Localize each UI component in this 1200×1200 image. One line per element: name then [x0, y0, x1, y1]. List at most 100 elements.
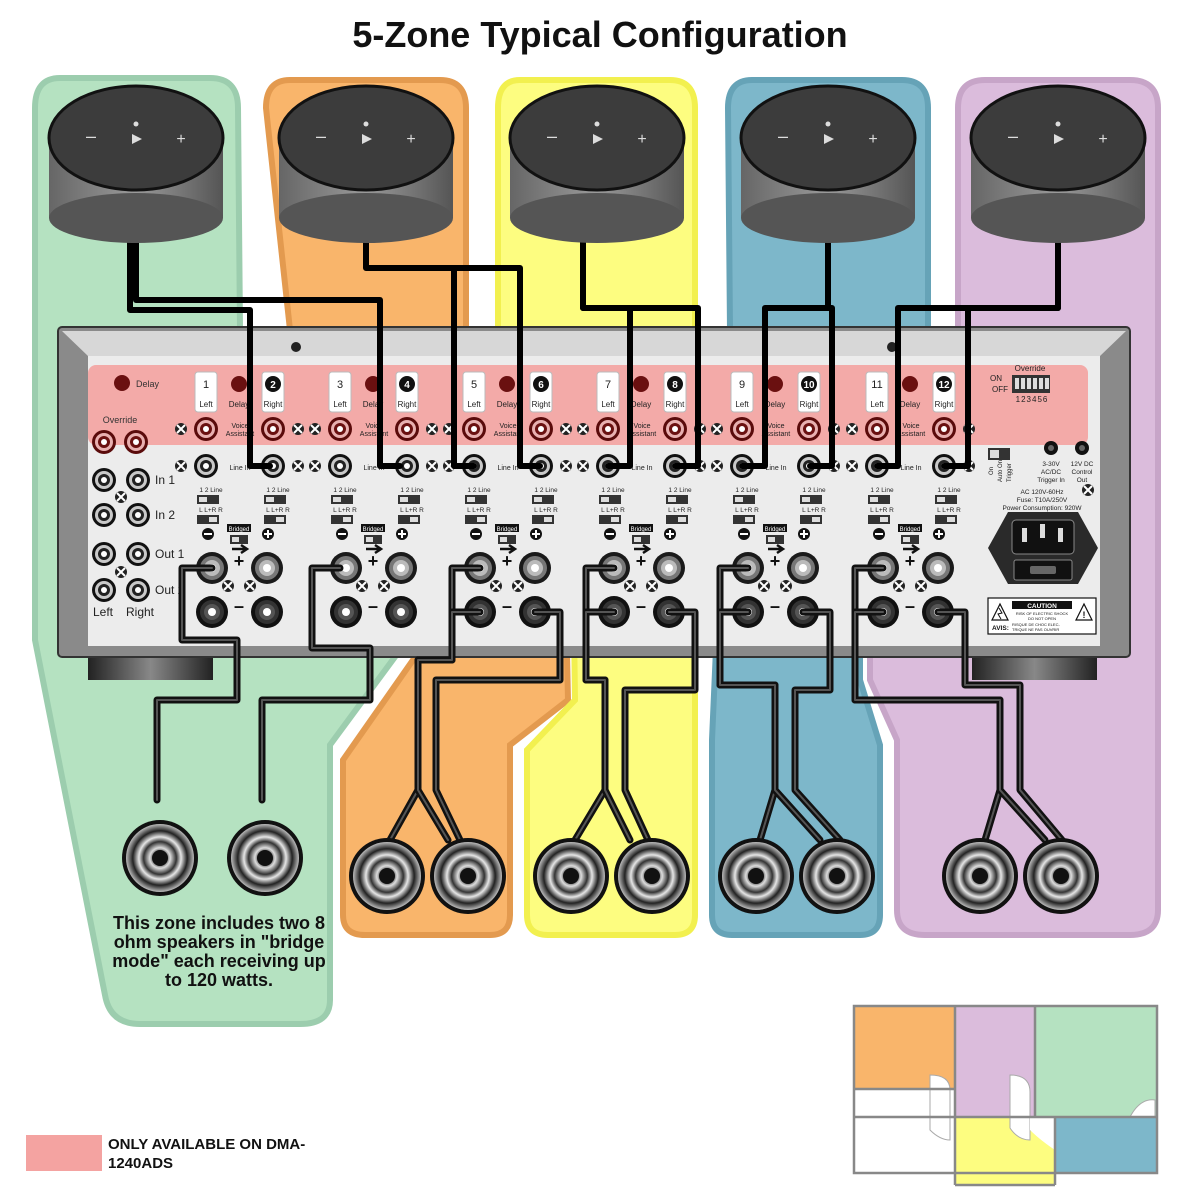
voice-jack-12[interactable]	[932, 417, 956, 441]
voice-jack-8[interactable]	[663, 417, 687, 441]
voice-jack-2[interactable]	[261, 417, 285, 441]
speaker-post-neg-3[interactable]	[330, 596, 362, 628]
voice-jack-1[interactable]	[194, 417, 218, 441]
svg-text:1 2 Line: 1 2 Line	[266, 487, 290, 494]
speaker-post-pos-4[interactable]	[385, 552, 417, 584]
input-select-switch-10[interactable]	[800, 495, 822, 504]
svg-text:Delay: Delay	[363, 400, 383, 409]
svg-text:Bridged: Bridged	[229, 527, 250, 533]
svg-text:Bridged: Bridged	[631, 527, 652, 533]
voice-jack-4[interactable]	[395, 417, 419, 441]
in2-right-jack[interactable]	[126, 503, 150, 527]
speaker-post-neg-4[interactable]	[385, 596, 417, 628]
delay-knob-5[interactable]	[767, 376, 783, 392]
mode-select-switch-6[interactable]	[532, 515, 554, 524]
svg-text:Out 2: Out 2	[155, 583, 185, 597]
mode-select-switch-3[interactable]	[331, 515, 353, 524]
svg-text:Out: Out	[1077, 477, 1088, 484]
voice-jack-11[interactable]	[865, 417, 889, 441]
in2-left-jack[interactable]	[92, 503, 116, 527]
speaker-post-pos-10[interactable]	[787, 552, 819, 584]
delay-knob-6[interactable]	[902, 376, 918, 392]
svg-text:–: –	[502, 596, 512, 616]
svg-text:Delay: Delay	[136, 379, 160, 389]
override-jack-left[interactable]	[92, 430, 116, 454]
input-select-switch-11[interactable]	[868, 495, 890, 504]
svg-text:Right: Right	[800, 400, 819, 409]
svg-text:L L+R R: L L+R R	[534, 507, 558, 514]
svg-text:123456: 123456	[1016, 395, 1049, 404]
in1-right-jack[interactable]	[126, 468, 150, 492]
svg-text:1 2 Line: 1 2 Line	[333, 487, 357, 494]
svg-text:Line In: Line In	[900, 465, 921, 472]
svg-text:3-30V: 3-30V	[1042, 461, 1060, 468]
mode-select-switch-10[interactable]	[800, 515, 822, 524]
svg-text:Left: Left	[870, 400, 884, 409]
voice-jack-6[interactable]	[529, 417, 553, 441]
voice-jack-5[interactable]	[462, 417, 486, 441]
override-jack-right[interactable]	[124, 430, 148, 454]
svg-text:Assistant: Assistant	[360, 431, 388, 438]
svg-text:1 2 Line: 1 2 Line	[601, 487, 625, 494]
mode-select-switch-8[interactable]	[666, 515, 688, 524]
svg-text:Line In: Line In	[363, 465, 384, 472]
mode-select-switch-12[interactable]	[935, 515, 957, 524]
delay-knob-1[interactable]	[231, 376, 247, 392]
input-select-switch-2[interactable]	[264, 495, 286, 504]
speaker-zone-yellow-left	[533, 838, 609, 914]
input-select-switch-12[interactable]	[935, 495, 957, 504]
svg-text:Right: Right	[126, 605, 155, 619]
input-select-switch-8[interactable]	[666, 495, 688, 504]
svg-text:4: 4	[404, 380, 410, 391]
speaker-post-neg-2[interactable]	[251, 596, 283, 628]
channel-label-11	[865, 371, 889, 413]
voice-jack-10[interactable]	[797, 417, 821, 441]
svg-text:Voice: Voice	[902, 423, 919, 430]
speaker-post-pos-8[interactable]	[653, 552, 685, 584]
input-select-switch-1[interactable]	[197, 495, 219, 504]
svg-text:Assistant: Assistant	[628, 431, 656, 438]
speaker-post-pos-2[interactable]	[251, 552, 283, 584]
mode-select-switch-7[interactable]	[599, 515, 621, 524]
mode-select-switch-5[interactable]	[465, 515, 487, 524]
mode-select-switch-4[interactable]	[398, 515, 420, 524]
speaker-post-neg-1[interactable]	[196, 596, 228, 628]
line-in-jack-3[interactable]	[328, 454, 352, 478]
echo-wire-blue-2	[807, 305, 835, 469]
line-in-jack-1[interactable]	[194, 454, 218, 478]
mode-select-switch-11[interactable]	[868, 515, 890, 524]
input-select-switch-3[interactable]	[331, 495, 353, 504]
svg-text:11: 11	[871, 379, 882, 391]
input-select-switch-5[interactable]	[465, 495, 487, 504]
speaker-zone-orange-left	[349, 838, 425, 914]
delay-knob-3[interactable]	[499, 376, 515, 392]
svg-text:Assistant: Assistant	[897, 431, 925, 438]
speaker-post-pos-6[interactable]	[519, 552, 551, 584]
control-section: Override ON OFF 123456 On Auto On Trigge…	[987, 364, 1098, 635]
voice-jack-9[interactable]	[730, 417, 754, 441]
svg-text:TRIQUE NE PAS OUVRIR: TRIQUE NE PAS OUVRIR	[1012, 627, 1059, 632]
voice-jack-3[interactable]	[328, 417, 352, 441]
override-knob[interactable]	[114, 375, 130, 391]
svg-text:Voice: Voice	[365, 423, 382, 430]
mode-select-switch-9[interactable]	[733, 515, 755, 524]
out2-right-jack[interactable]	[126, 578, 150, 602]
input-select-switch-7[interactable]	[599, 495, 621, 504]
input-select-switch-6[interactable]	[532, 495, 554, 504]
in1-left-jack[interactable]	[92, 468, 116, 492]
speaker-post-pos-12[interactable]	[922, 552, 954, 584]
out1-right-jack[interactable]	[126, 542, 150, 566]
svg-text:Control: Control	[1072, 469, 1094, 476]
svg-text:Delay: Delay	[631, 400, 651, 409]
input-select-switch-9[interactable]	[733, 495, 755, 504]
mode-select-switch-1[interactable]	[197, 515, 219, 524]
mode-select-switch-2[interactable]	[264, 515, 286, 524]
out1-left-jack[interactable]	[92, 542, 116, 566]
svg-text:8: 8	[672, 380, 678, 391]
input-select-switch-4[interactable]	[398, 495, 420, 504]
out2-left-jack[interactable]	[92, 578, 116, 602]
delay-knob-4[interactable]	[633, 376, 649, 392]
svg-text:L L+R R: L L+R R	[802, 507, 826, 514]
voice-jack-7[interactable]	[596, 417, 620, 441]
